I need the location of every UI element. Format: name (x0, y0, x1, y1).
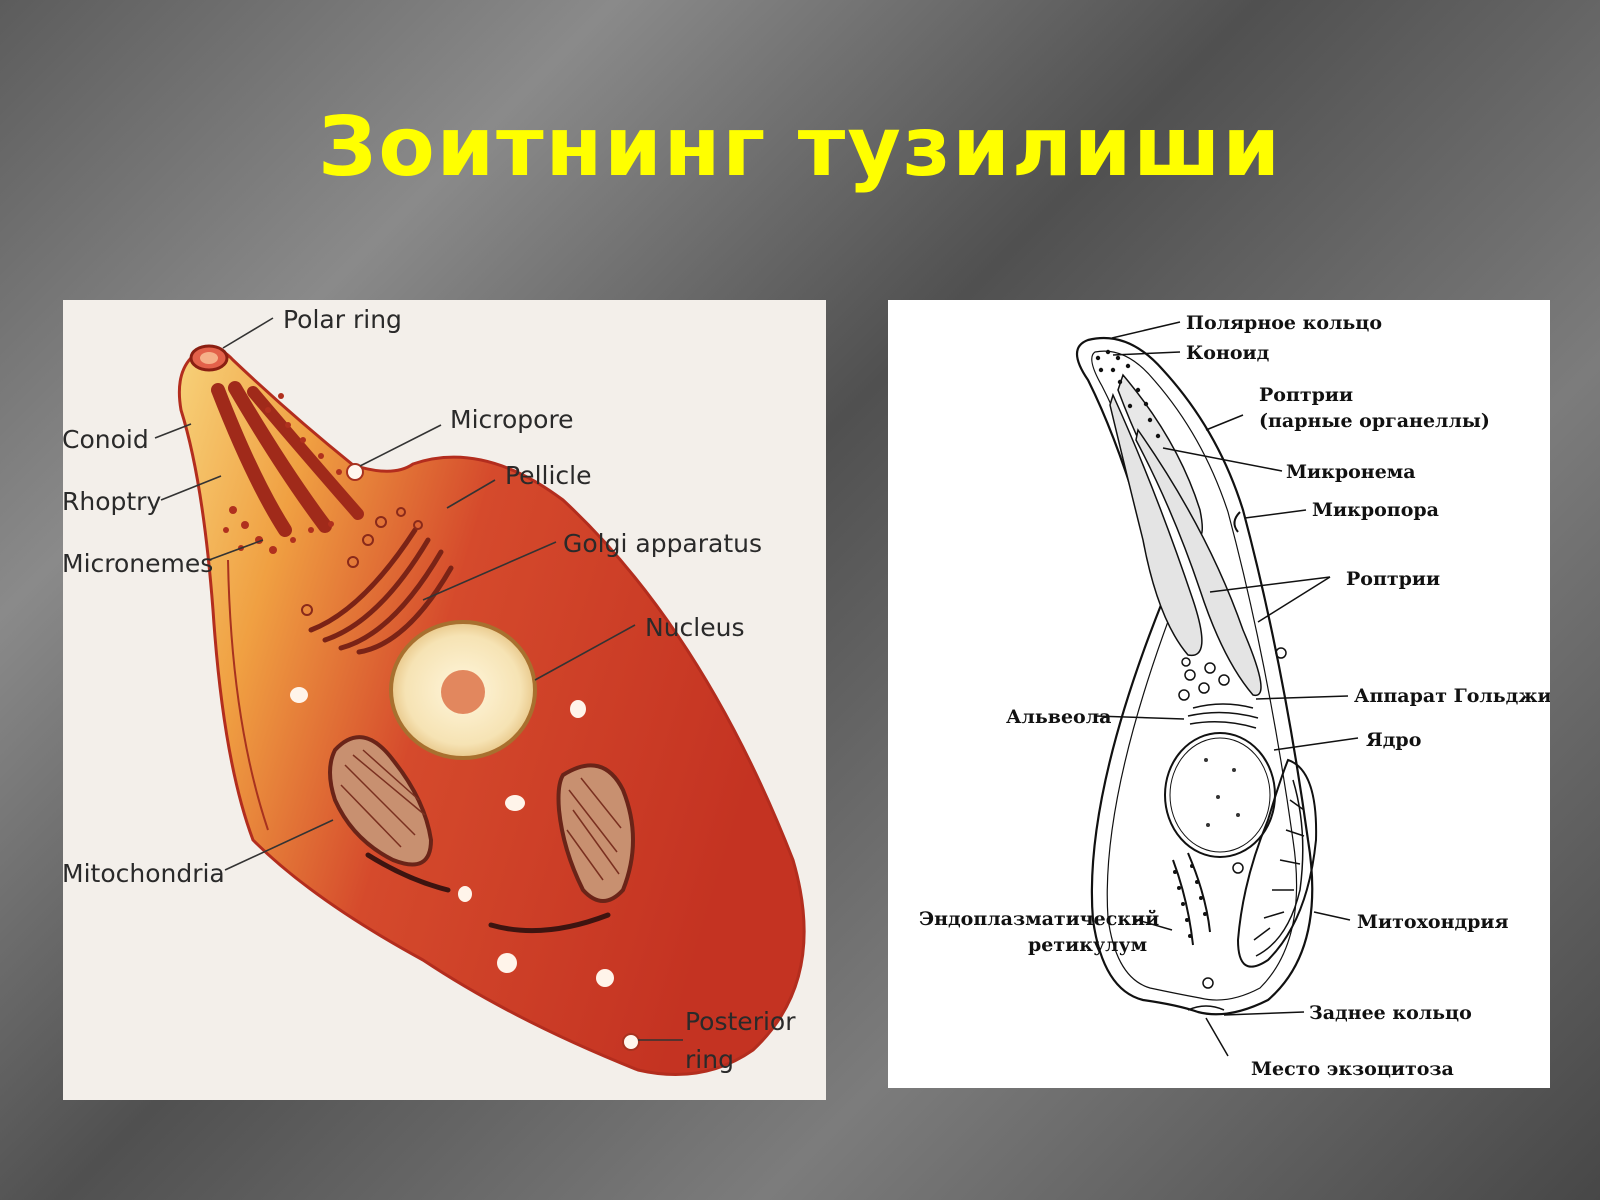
label-polar-ring: Полярное кольцо (1186, 312, 1382, 334)
label-posterior-ring: Заднее кольцо (1309, 1002, 1472, 1024)
mitochondrion-outline (1236, 758, 1318, 968)
line-drawing-illustration: Полярное кольцо Коноид Роптрии (парные о… (919, 312, 1550, 1080)
label-conoid: Conoid (63, 425, 149, 454)
label-rhoptries: Роптрии (1346, 568, 1440, 590)
line-drawing-panel: Полярное кольцо Коноид Роптрии (парные о… (888, 300, 1550, 1088)
label-rhoptry-pair-line1: Роптрии (1259, 384, 1353, 406)
label-micropore: Micropore (450, 405, 574, 434)
mitochondria-shapes (328, 735, 635, 903)
label-rhoptry-pair-line2: (парные органеллы) (1259, 410, 1490, 432)
label-nucleus: Ядро (1366, 729, 1421, 751)
label-er-line2: ретикулум (1028, 934, 1147, 956)
label-exocytosis: Место экзоцитоза (1251, 1058, 1454, 1080)
label-posterior-ring-line2: ring (685, 1045, 734, 1074)
colored-zoite-panel: Polar ring Conoid Rhoptry Micronemes Mic… (63, 300, 826, 1100)
label-golgi: Golgi apparatus (563, 529, 762, 558)
label-pellicle: Pellicle (505, 461, 591, 490)
label-golgi: Аппарат Гольджи (1354, 685, 1550, 707)
label-posterior-ring-line1: Posterior (685, 1007, 796, 1036)
label-nucleus: Nucleus (645, 613, 745, 642)
slide-title: Зоитнинг тузилиши (318, 100, 1282, 195)
label-microneme: Микронема (1286, 461, 1416, 483)
label-rhoptry: Rhoptry (63, 487, 161, 516)
label-mitochondria: Mitochondria (63, 859, 225, 888)
label-alveola: Альвеола (1006, 706, 1111, 728)
label-conoid: Коноид (1186, 342, 1270, 364)
label-mitochondrion: Митохондрия (1357, 911, 1509, 933)
nucleus-outline (1164, 732, 1276, 858)
colored-zoite-illustration: Polar ring Conoid Rhoptry Micronemes Mic… (63, 305, 806, 1076)
label-micronemes: Micronemes (63, 549, 213, 578)
label-er-line1: Эндоплазматический (919, 908, 1159, 930)
label-micropore: Микропора (1312, 499, 1439, 521)
label-polar-ring: Polar ring (283, 305, 402, 334)
